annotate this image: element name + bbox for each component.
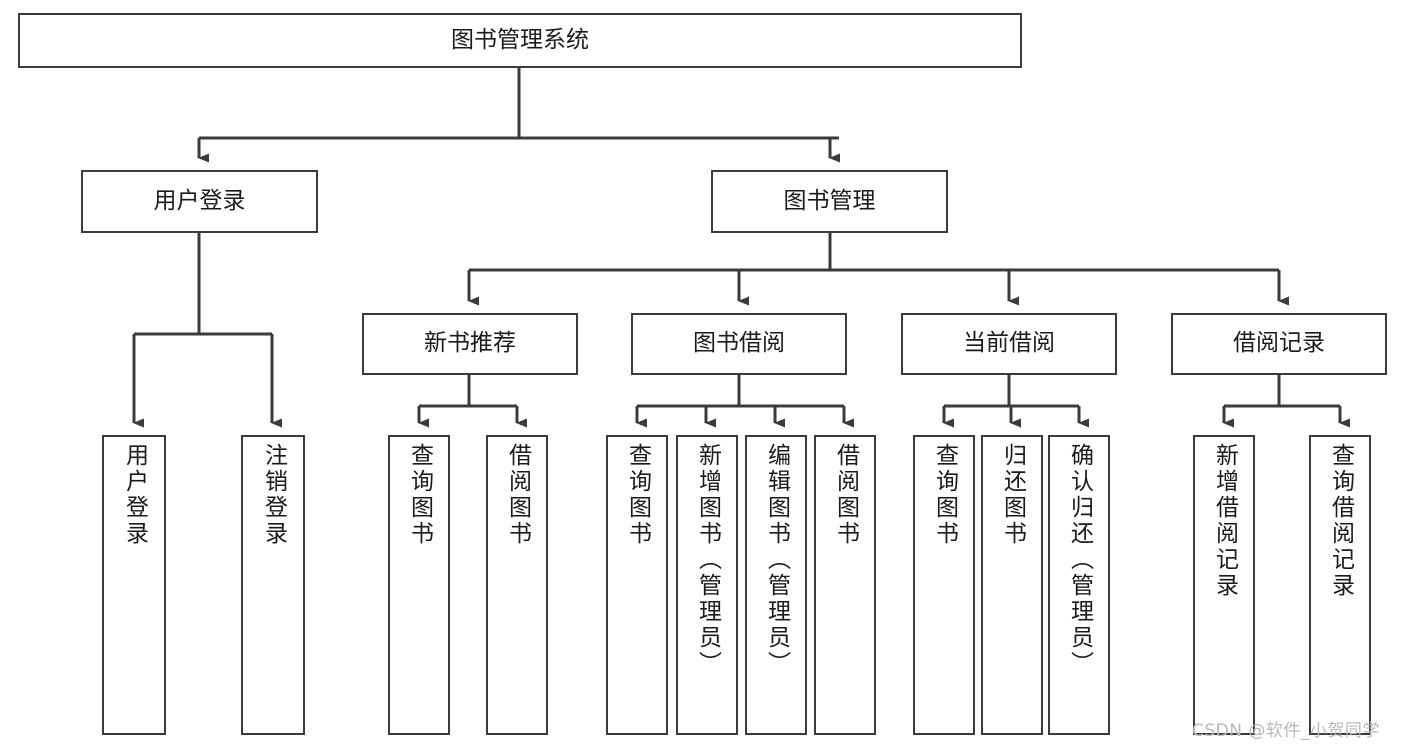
- node-borrow-record[interactable]: 借阅记录: [1171, 313, 1387, 375]
- node-leaf-add-record-label: 新增借阅记录: [1211, 443, 1238, 599]
- csdn-watermark: CSDN @软件_小贺同学: [1192, 721, 1380, 741]
- node-leaf-logout-label: 注销登录: [260, 443, 287, 547]
- node-leaf-query-record-label: 查询借阅记录: [1327, 443, 1354, 599]
- node-leaf-borrow-book-1[interactable]: 借阅图书: [486, 435, 548, 735]
- node-leaf-query-book-2-label: 查询图书: [624, 443, 651, 547]
- node-leaf-query-record[interactable]: 查询借阅记录: [1309, 435, 1371, 735]
- node-leaf-logout[interactable]: 注销登录: [241, 435, 305, 735]
- node-leaf-add-book-label: 新增图书（管理员）: [694, 443, 721, 677]
- node-user-login-label: 用户登录: [153, 187, 246, 214]
- node-leaf-return-book-label: 归还图书: [999, 443, 1026, 547]
- node-book-management-label: 图书管理: [783, 187, 876, 214]
- node-leaf-borrow-book-2[interactable]: 借阅图书: [814, 435, 876, 735]
- node-root-label: 图书管理系统: [451, 26, 589, 53]
- node-leaf-borrow-book-2-label: 借阅图书: [832, 443, 859, 547]
- node-leaf-edit-book-label: 编辑图书（管理员）: [763, 443, 790, 677]
- node-leaf-query-book-3-label: 查询图书: [931, 443, 958, 547]
- node-leaf-add-record[interactable]: 新增借阅记录: [1193, 435, 1255, 735]
- node-borrow-record-label: 借阅记录: [1233, 330, 1325, 357]
- node-current-borrow-label: 当前借阅: [963, 330, 1055, 357]
- node-leaf-user-login[interactable]: 用户登录: [102, 435, 166, 735]
- node-leaf-query-book-1[interactable]: 查询图书: [388, 435, 450, 735]
- node-leaf-query-book-3[interactable]: 查询图书: [913, 435, 975, 735]
- node-book-borrow-label: 图书借阅: [693, 330, 785, 357]
- node-new-book-recommend[interactable]: 新书推荐: [362, 313, 578, 375]
- node-leaf-add-book[interactable]: 新增图书（管理员）: [676, 435, 738, 735]
- node-new-book-recommend-label: 新书推荐: [424, 330, 516, 357]
- node-root[interactable]: 图书管理系统: [18, 13, 1022, 68]
- node-leaf-query-book-1-label: 查询图书: [406, 443, 433, 547]
- node-leaf-user-login-label: 用户登录: [121, 443, 148, 547]
- node-book-borrow[interactable]: 图书借阅: [631, 313, 847, 375]
- node-leaf-return-book[interactable]: 归还图书: [981, 435, 1043, 735]
- node-leaf-confirm-return[interactable]: 确认归还（管理员）: [1048, 435, 1110, 735]
- node-user-login[interactable]: 用户登录: [81, 170, 318, 233]
- node-book-management[interactable]: 图书管理: [711, 170, 948, 233]
- node-leaf-borrow-book-1-label: 借阅图书: [504, 443, 531, 547]
- node-leaf-edit-book[interactable]: 编辑图书（管理员）: [745, 435, 807, 735]
- node-leaf-confirm-return-label: 确认归还（管理员）: [1066, 443, 1093, 677]
- node-leaf-query-book-2[interactable]: 查询图书: [606, 435, 668, 735]
- node-current-borrow[interactable]: 当前借阅: [901, 313, 1117, 375]
